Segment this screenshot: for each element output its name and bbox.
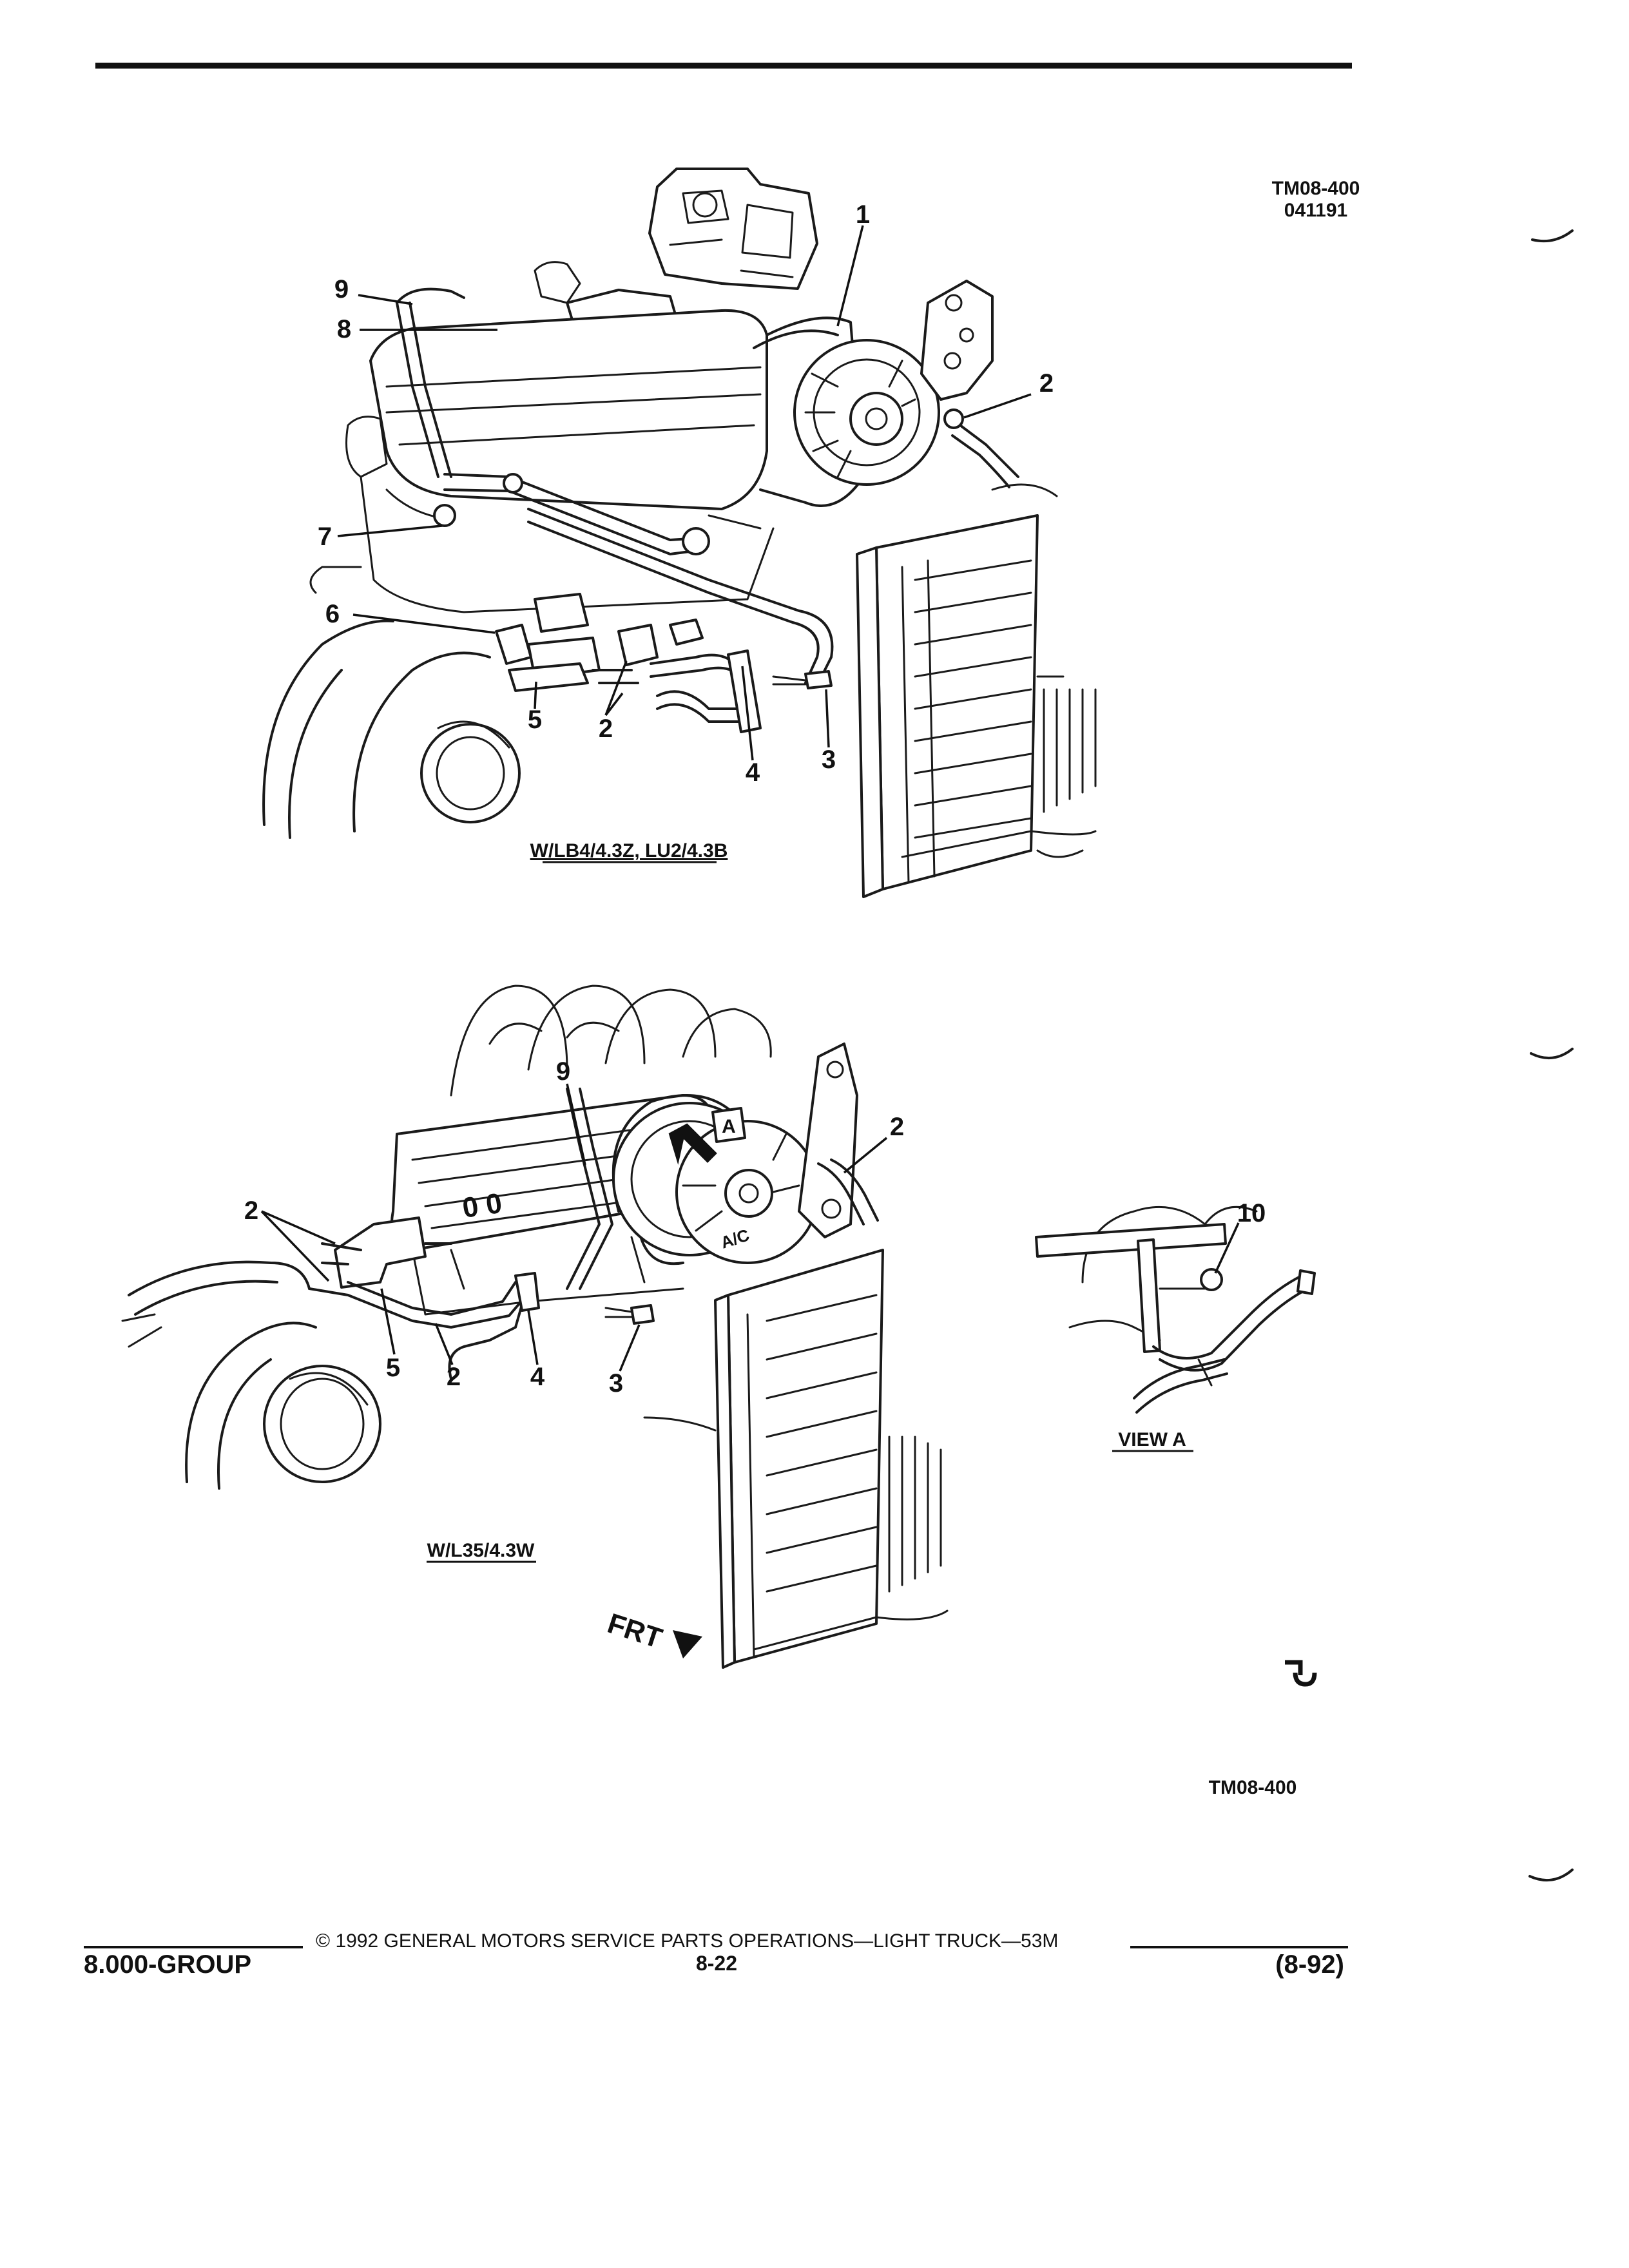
callout-3: 3	[822, 745, 836, 774]
bottom-callouts: 9 2 2 5 2 4 3	[244, 1057, 904, 1398]
callout-4: 4	[746, 758, 760, 787]
view-a-marker: A	[722, 1116, 736, 1137]
figure-id: TM08-400	[1272, 178, 1360, 199]
callout-7: 7	[318, 523, 332, 551]
front-label: FRT	[604, 1608, 666, 1655]
callout-2: 2	[447, 1363, 461, 1391]
callout-5: 5	[528, 706, 542, 734]
view-a-arrow	[668, 1123, 717, 1165]
callout-8: 8	[337, 315, 351, 343]
view-a-caption: VIEW A	[1118, 1429, 1186, 1450]
top-engine-drawing	[262, 168, 1097, 898]
callout-2: 2	[599, 715, 613, 743]
footer-copyright: © 1992 GENERAL MOTORS SERVICE PARTS OPER…	[316, 1930, 1058, 1952]
bottom-caption: W/L35/4.3W	[427, 1540, 535, 1561]
footer-page: 8-22	[696, 1952, 737, 1975]
callout-3: 3	[609, 1369, 623, 1398]
footer-revision: (8-92)	[1275, 1950, 1344, 1979]
binding-mark	[1528, 1869, 1574, 1881]
front-indicator: FRT	[604, 1608, 702, 1658]
callout-4: 4	[530, 1363, 545, 1391]
footer-group: 8.000-GROUP	[84, 1950, 251, 1979]
callout-2: 2	[1039, 369, 1054, 398]
callout-2: 2	[890, 1113, 904, 1141]
top-caption: W/LB4/4.3Z, LU2/4.3B	[530, 840, 728, 861]
callout-9: 9	[556, 1057, 570, 1086]
figure-date: 041191	[1284, 200, 1347, 221]
svg-text:0 0: 0 0	[461, 1187, 504, 1224]
callout-5: 5	[386, 1354, 400, 1382]
binding-mark	[1531, 229, 1574, 243]
view-a-drawing	[1035, 1206, 1316, 1414]
callout-9: 9	[334, 275, 349, 303]
binding-mark	[1530, 1048, 1574, 1060]
callout-10-leader	[1214, 1222, 1240, 1274]
callout-1: 1	[856, 200, 870, 229]
callout-10: 10	[1237, 1199, 1266, 1227]
bottom-engine-drawing: 0 0 A A/C	[121, 985, 949, 1669]
callout-2: 2	[244, 1196, 258, 1225]
callout-6: 6	[325, 600, 340, 628]
footer-ref: TM08-400	[1209, 1777, 1297, 1798]
top-callouts: 1 2 3 4 5 2 6 7 8 9	[318, 200, 1054, 787]
front-arrow-icon	[673, 1630, 702, 1658]
corner-mark-icon	[1285, 1660, 1317, 1687]
